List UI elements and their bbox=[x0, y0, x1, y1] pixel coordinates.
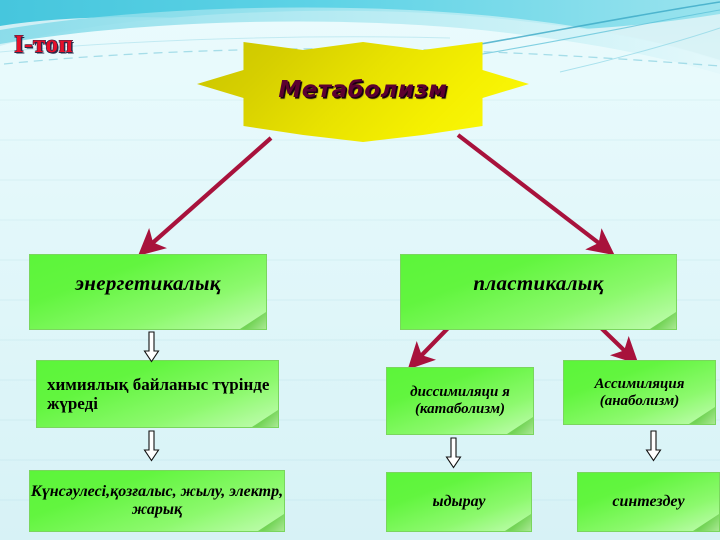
box-energy-label: энергетикалық bbox=[75, 271, 221, 296]
down-block-arrow-icon-chem-to-sun bbox=[143, 430, 160, 462]
box-energy[interactable]: энергетикалық bbox=[29, 254, 267, 330]
box-dissimilation[interactable]: диссимиляци я (катаболизм) bbox=[386, 367, 534, 435]
box-decay-label: ыдырау bbox=[432, 493, 486, 511]
box-sunlight-energy-label: Күнсәулесі,қозғалыс, жылу, электр, жарық bbox=[30, 483, 284, 518]
page-title: Метаболизм bbox=[278, 77, 448, 103]
down-block-arrow-icon-assim-to-synth bbox=[645, 430, 662, 462]
box-synthesis-label: синтездеу bbox=[612, 493, 685, 511]
down-block-arrow-icon-energy-to-chem bbox=[143, 331, 160, 363]
box-dissimilation-label: диссимиляци я (катаболизм) bbox=[410, 384, 510, 417]
box-synthesis[interactable]: синтездеу bbox=[577, 472, 720, 532]
box-plastic-label: пластикалық bbox=[473, 271, 604, 296]
group-label: I-топ bbox=[14, 31, 74, 58]
down-block-arrow-icon-dissim-to-decay bbox=[445, 437, 462, 469]
arrow-plastic-to-dissim bbox=[407, 323, 453, 370]
box-plastic[interactable]: пластикалық bbox=[400, 254, 677, 330]
box-chemical-bond[interactable]: химиялық байланыс түрінде жүреді bbox=[36, 360, 279, 428]
box-chemical-bond-label: химиялық байланыс түрінде жүреді bbox=[47, 374, 270, 413]
star-shape bbox=[197, 42, 529, 142]
box-sunlight-energy[interactable]: Күнсәулесі,қозғалыс, жылу, электр, жарық bbox=[29, 470, 285, 532]
box-assimilation-label: Ассимиляция (анаболизм) bbox=[594, 375, 685, 409]
title-star-badge: Метаболизм bbox=[197, 42, 529, 142]
box-decay[interactable]: ыдырау bbox=[386, 472, 532, 532]
arrow-title-to-energy bbox=[137, 136, 273, 256]
arrow-title-to-plastic bbox=[456, 133, 615, 256]
box-assimilation[interactable]: Ассимиляция (анаболизм) bbox=[563, 360, 716, 425]
